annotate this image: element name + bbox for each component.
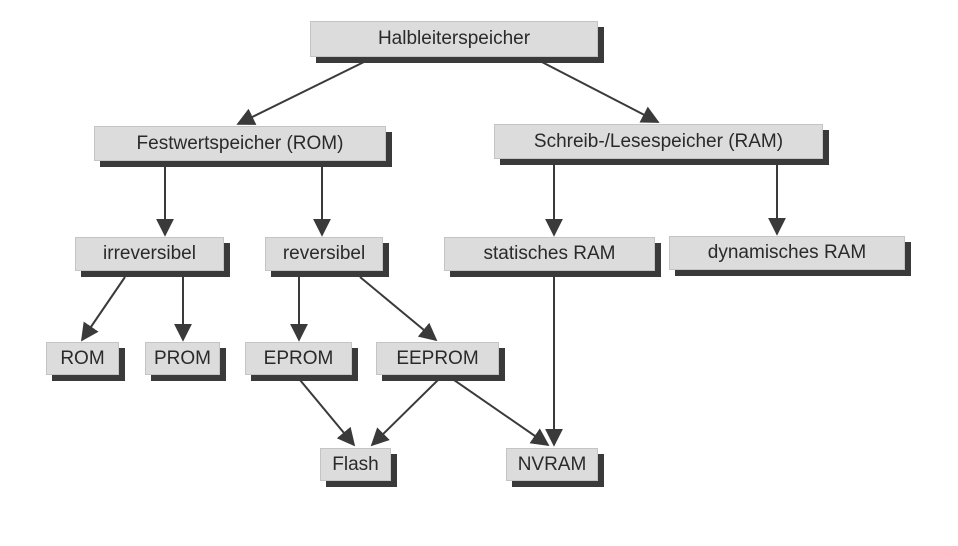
node-label: statisches RAM: [483, 243, 616, 264]
node-label: Flash: [332, 453, 379, 475]
node-label: Festwertspeicher (ROM): [136, 132, 344, 154]
node-label: irreversibel: [103, 243, 196, 264]
node-halbleiterspeicher: Halbleiterspeicher: [310, 21, 598, 57]
node-rom: ROM: [46, 342, 119, 375]
edge-irreversibel-to-rom: [80, 276, 126, 342]
edge-eprom-to-flash: [299, 379, 356, 447]
node-label: EEPROM: [396, 347, 479, 369]
node-label: Schreib-/Lesespeicher (RAM): [533, 130, 784, 152]
node-irreversibel: irreversibel: [75, 237, 224, 271]
node-flash: Flash: [320, 448, 391, 481]
node-label: EPROM: [263, 347, 334, 369]
node-eeprom: EEPROM: [376, 342, 499, 375]
edge-root-to-rom: [236, 59, 369, 125]
edge-eeprom-to-nvram: [453, 379, 550, 447]
edge-root-to-ram: [537, 59, 660, 123]
node-label: NVRAM: [517, 453, 587, 475]
node-label: Halbleiterspeicher: [377, 28, 531, 49]
node-eprom: EPROM: [245, 342, 352, 375]
node-label: reversibel: [282, 243, 366, 264]
node-festwertspeicher-rom: Festwertspeicher (ROM): [94, 126, 386, 161]
node-label: ROM: [60, 347, 105, 369]
edge-eeprom-to-flash: [370, 379, 439, 447]
edge-reversibel-to-eeprom: [359, 276, 438, 342]
node-label: dynamisches RAM: [707, 242, 867, 263]
node-label: PROM: [154, 347, 211, 369]
node-dynamisches-ram: dynamisches RAM: [669, 236, 905, 270]
node-schreib-lesespeicher-ram: Schreib-/Lesespeicher (RAM): [494, 124, 823, 159]
node-statisches-ram: statisches RAM: [444, 237, 655, 271]
node-prom: PROM: [145, 342, 220, 375]
node-reversibel: reversibel: [265, 237, 383, 271]
node-nvram: NVRAM: [506, 448, 598, 481]
